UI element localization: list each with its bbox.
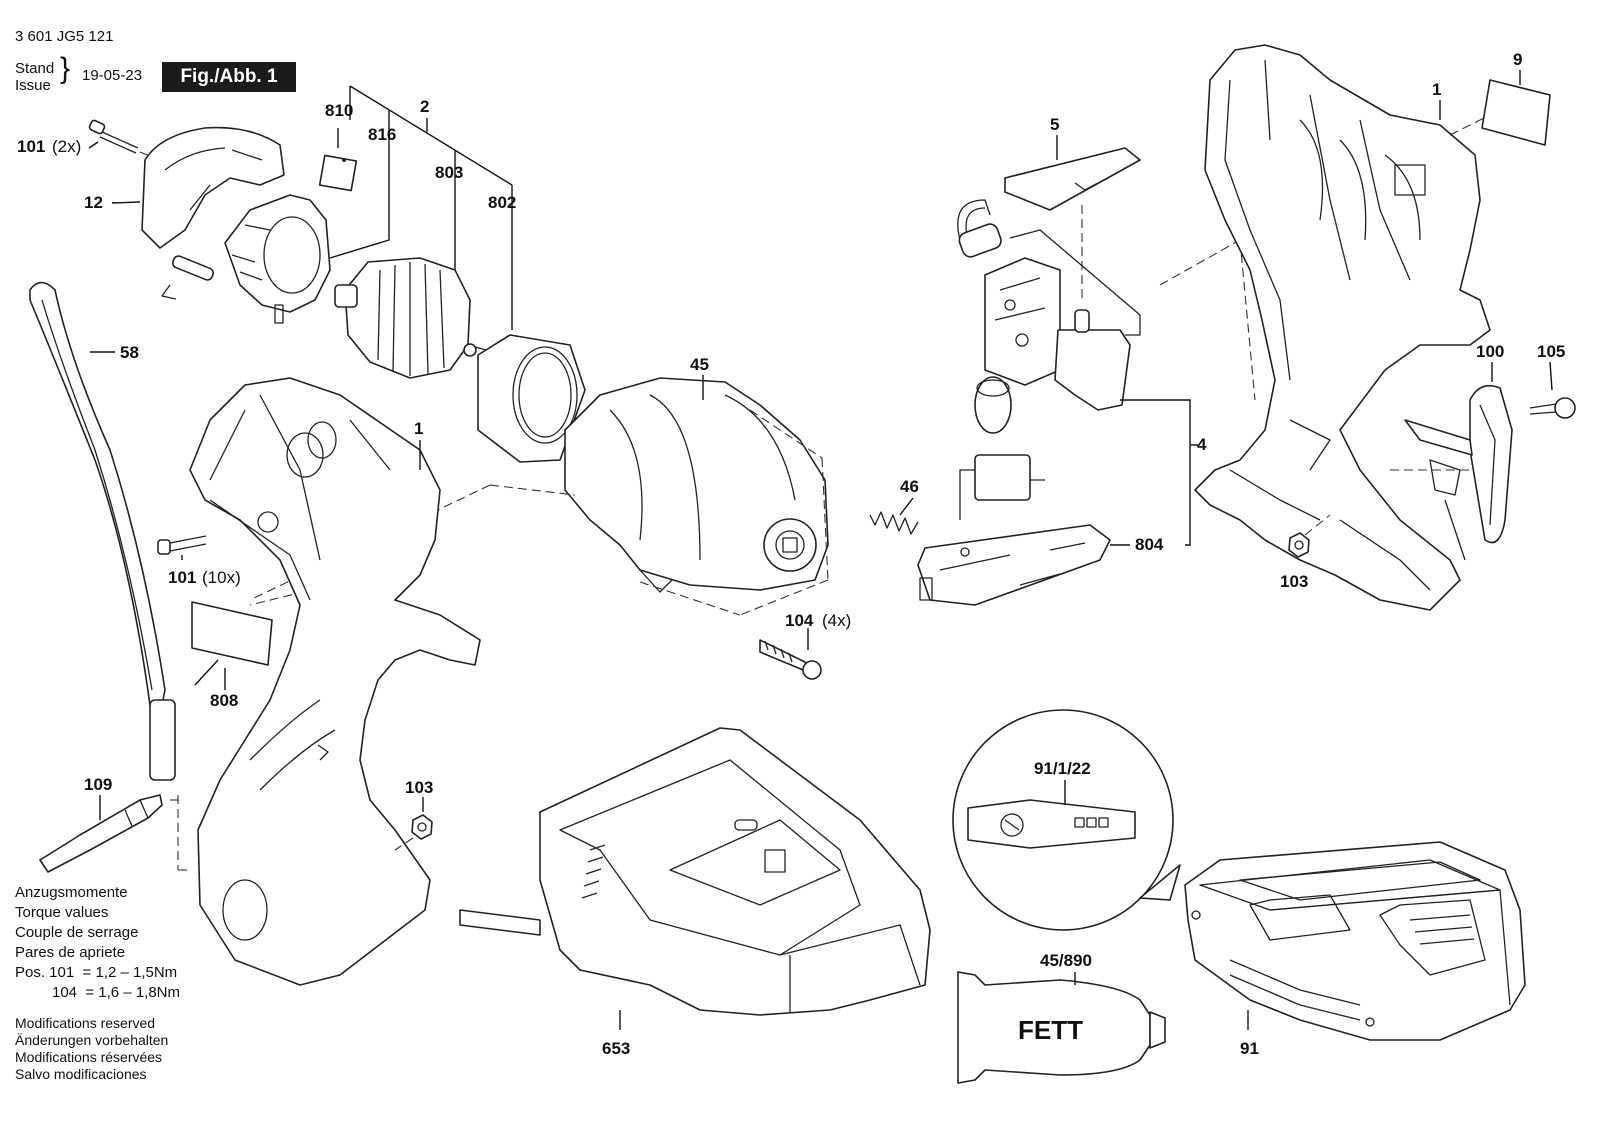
label-91-1-22: 91/1/22 [1034,759,1091,778]
label-2: 2 [420,97,429,116]
label-808 [191,601,273,690]
figure-label: Fig./Abb. 1 [162,62,296,92]
grease-fett-text: FETT [1018,1015,1083,1045]
modifications-de: Änderungen vorbehalten [15,1032,169,1048]
label-46: 46 [900,477,919,496]
guide-line-d [1159,239,1241,286]
label-101-side: 101 [168,568,196,587]
spring-46 [869,497,919,535]
guide-line-e [1239,239,1256,401]
nut-103-right [1288,514,1331,558]
inset-91-1-22 [952,709,1181,931]
label-810: 810 [325,101,353,120]
screw-101-top [88,119,166,163]
issue-date: 19-05-23 [82,67,143,84]
modifications-en: Modifications reserved [15,1015,156,1031]
label-101-top-qty: (2x) [52,137,81,156]
label-103-right: 103 [1280,572,1308,591]
label-5: 5 [1050,115,1059,134]
doc-number: 3 601 JG5 121 [15,28,114,45]
gear-housing-45 [564,375,829,616]
housing-left-1 [189,377,481,986]
label-802: 802 [488,193,516,212]
housing-right-1 [1194,44,1511,611]
label-100: 100 [1476,342,1504,361]
torque-title-de: Anzugsmomente [15,884,128,901]
label-12: 12 [84,193,103,212]
brush-holder-816 [224,194,331,324]
armature-803 [334,257,487,379]
torque-title-fr: Couple de serrage [15,924,139,941]
screw-105 [1529,361,1576,419]
pin-part [161,255,215,300]
label-1-right: 1 [1432,80,1441,99]
brace-glyph: } [60,52,71,85]
label-803: 803 [435,163,463,182]
modifications-notice: Modifications reserved Änderungen vorbeh… [15,1015,168,1083]
torque-row-104: 104 = 1,6 – 1,8Nm [52,984,180,1001]
label-91: 91 [1240,1039,1259,1058]
torque-notes: Anzugsmomente Torque values Couple de se… [15,883,180,1003]
label-104-qty: (4x) [822,611,851,630]
modifications-es: Salvo modificaciones [15,1066,147,1082]
label-653: 653 [602,1039,630,1058]
torque-title-es: Pares de apriete [15,944,126,961]
cover-12 [111,126,285,249]
label-101-top: 101 [17,137,45,156]
screw-104 [759,628,822,680]
bit-109 [39,794,190,873]
label-804: 804 [1135,535,1164,554]
switch-assembly-4 [917,135,1198,606]
grease-tube-45-890 [957,971,1166,1084]
label-9: 9 [1513,50,1522,69]
label-105: 105 [1537,342,1565,361]
guide-line-b [489,484,576,496]
charger-653 [459,727,931,1030]
stand-issue-label: Stand Issue [15,60,54,94]
belt-clip-100 [1390,362,1513,561]
strap-58 [29,281,176,781]
label-101-side-qty: (10x) [202,568,241,587]
modifications-fr: Modifications réservées [15,1049,163,1065]
nut-103-left [394,797,433,851]
label-9 [1481,70,1551,146]
screw-101-side [157,535,207,560]
label-58: 58 [120,343,139,362]
label-4: 4 [1197,435,1207,454]
issue-label: Issue [15,77,51,94]
label-45: 45 [690,355,709,374]
label-816: 816 [368,125,396,144]
group-2-bracket [329,85,513,330]
torque-title-en: Torque values [15,904,109,921]
battery-91 [1184,841,1526,1041]
torque-row-101: Pos. 101 = 1,2 – 1,5Nm [15,964,178,981]
stand-label: Stand [15,60,55,77]
label-808: 808 [210,691,238,710]
label-1-left: 1 [414,419,423,438]
label-45-890: 45/890 [1040,951,1092,970]
pad-810 [318,154,358,192]
label-103-left: 103 [405,778,433,797]
label-109: 109 [84,775,112,794]
label-104: 104 [785,611,814,630]
